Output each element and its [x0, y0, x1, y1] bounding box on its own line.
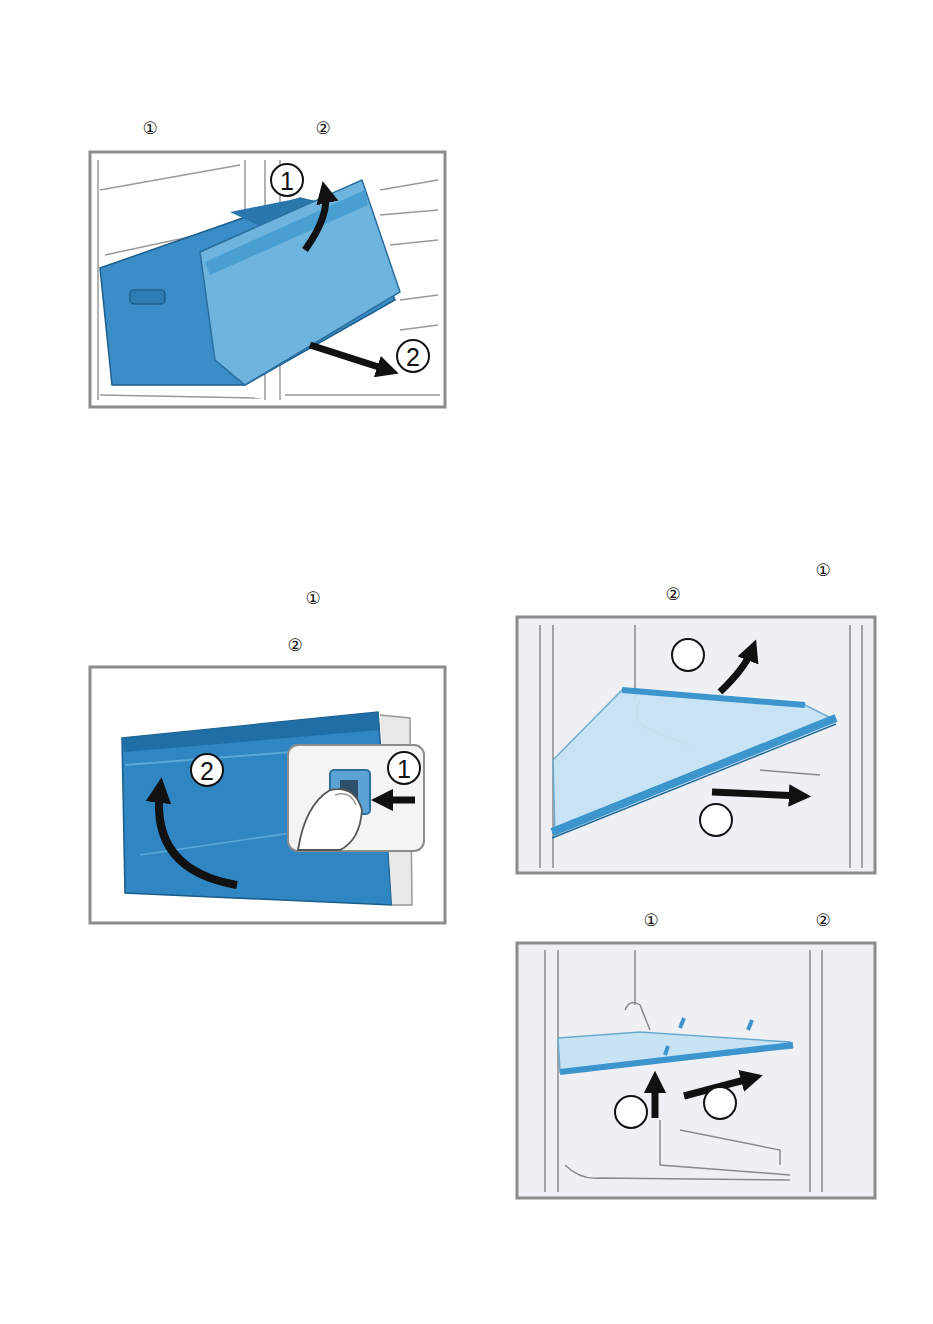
callout-number: 2: [406, 345, 420, 370]
inline-callout: ②: [287, 637, 302, 654]
drawer-front-figure: [90, 667, 445, 923]
inline-callout: ①: [305, 590, 320, 607]
callout-number: 1: [280, 169, 294, 194]
callout-number: 2: [200, 759, 214, 784]
callout-number: 1: [397, 757, 411, 782]
inline-callout: ②: [315, 120, 330, 137]
shelf-remove-figure: [517, 617, 875, 873]
inline-callout: ①: [142, 120, 157, 137]
inline-callout: ①: [815, 562, 830, 579]
drawer-figure: [90, 152, 445, 407]
shelf-insert-figure: [517, 943, 875, 1198]
inline-callout: ②: [815, 912, 830, 929]
inline-callout: ②: [665, 586, 680, 603]
inline-callout: ①: [643, 912, 658, 929]
